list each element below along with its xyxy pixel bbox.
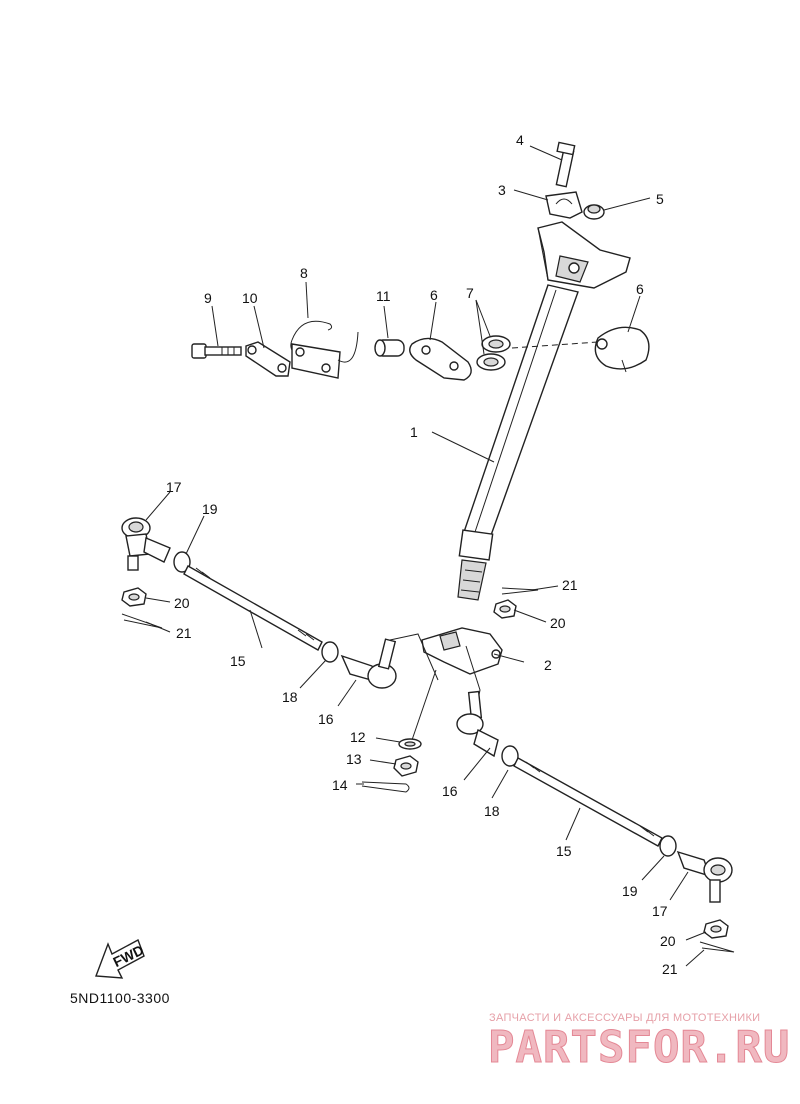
washer-12 bbox=[398, 738, 422, 750]
locknut-right-outer bbox=[659, 835, 677, 857]
callout-9: 9 bbox=[204, 290, 212, 306]
shaft-holder-lower-left bbox=[409, 337, 472, 381]
callout-2: 2 bbox=[544, 657, 552, 673]
tie-rod-end-right-outer bbox=[676, 850, 733, 903]
callout-7: 7 bbox=[466, 285, 474, 301]
callout-20-right: 20 bbox=[660, 933, 676, 949]
callout-20-upper: 20 bbox=[550, 615, 566, 631]
fwd-arrow-icon: FWD bbox=[95, 939, 146, 979]
shaft-holder bbox=[545, 191, 583, 219]
oil-seal-pair bbox=[476, 335, 511, 371]
callout-numbers: 1 2 3 4 5 6 6 7 8 9 10 11 12 13 14 15 15… bbox=[166, 132, 678, 977]
callout-16-right: 16 bbox=[442, 783, 458, 799]
callout-18-right: 18 bbox=[484, 803, 500, 819]
callout-8: 8 bbox=[300, 265, 308, 281]
lock-washer-plate bbox=[245, 341, 291, 377]
callout-15-left: 15 bbox=[230, 653, 246, 669]
tie-rod-end-left-inner bbox=[340, 638, 397, 689]
nut-upper bbox=[493, 599, 517, 619]
callout-4: 4 bbox=[516, 132, 524, 148]
callout-21-upper: 21 bbox=[562, 577, 578, 593]
callout-3: 3 bbox=[498, 182, 506, 198]
callout-6-right: 6 bbox=[636, 281, 644, 297]
callout-5: 5 bbox=[656, 191, 664, 207]
nut-20-right bbox=[703, 919, 729, 939]
cotter-pin-upper bbox=[501, 587, 539, 595]
callout-10: 10 bbox=[242, 290, 258, 306]
watermark-brand: PARTSFOR.RU bbox=[487, 1022, 791, 1073]
locknut-right-inner bbox=[501, 745, 519, 767]
callout-6-left: 6 bbox=[430, 287, 438, 303]
callout-19-left: 19 bbox=[202, 501, 218, 517]
clip-bracket bbox=[290, 320, 359, 379]
nut-13 bbox=[393, 755, 419, 777]
tie-rod-end-left-outer bbox=[121, 517, 171, 571]
callout-14: 14 bbox=[332, 777, 348, 793]
collar bbox=[374, 339, 405, 357]
leader-lines bbox=[145, 145, 707, 967]
tie-rod-end-right-inner bbox=[456, 690, 499, 758]
bolt-9 bbox=[191, 343, 242, 359]
callout-12: 12 bbox=[350, 729, 366, 745]
shaft-holder-lower-right bbox=[594, 326, 650, 373]
steering-shaft bbox=[457, 221, 631, 601]
assembly-guide-down bbox=[411, 669, 437, 741]
holder-bolt bbox=[555, 141, 576, 188]
locknut-left-outer bbox=[173, 551, 191, 573]
pitman-arm bbox=[421, 627, 503, 675]
callout-11: 11 bbox=[376, 288, 391, 304]
callout-13: 13 bbox=[346, 751, 362, 767]
callout-16-left: 16 bbox=[318, 711, 334, 727]
nut-20-left bbox=[121, 587, 147, 607]
tie-rod-left bbox=[183, 565, 323, 651]
callout-1: 1 bbox=[410, 424, 418, 440]
callout-17-left: 17 bbox=[166, 479, 182, 495]
locknut-left-inner bbox=[321, 641, 339, 663]
assembly-guide-left bbox=[389, 633, 439, 681]
cotter-pin-left bbox=[121, 613, 163, 629]
callout-15-right: 15 bbox=[556, 843, 572, 859]
callout-17-right: 17 bbox=[652, 903, 668, 919]
cotter-pin-right bbox=[699, 941, 735, 953]
alignment-dash bbox=[511, 341, 599, 349]
callout-20-left: 20 bbox=[174, 595, 190, 611]
callout-19-right: 19 bbox=[622, 883, 638, 899]
diagram-code: 5ND1100-3300 bbox=[70, 990, 170, 1006]
cotter-pin-14 bbox=[361, 781, 410, 793]
callout-21-right: 21 bbox=[662, 961, 678, 977]
callout-18-left: 18 bbox=[282, 689, 298, 705]
callout-21-left: 21 bbox=[176, 625, 192, 641]
fwd-label: FWD bbox=[110, 942, 146, 970]
tie-rod-right bbox=[513, 757, 663, 847]
oil-seal-bush bbox=[583, 204, 605, 220]
watermark-caption: ЗАПЧАСТИ И АКСЕССУАРЫ ДЛЯ МОТОТЕХНИКИ bbox=[489, 1012, 761, 1024]
